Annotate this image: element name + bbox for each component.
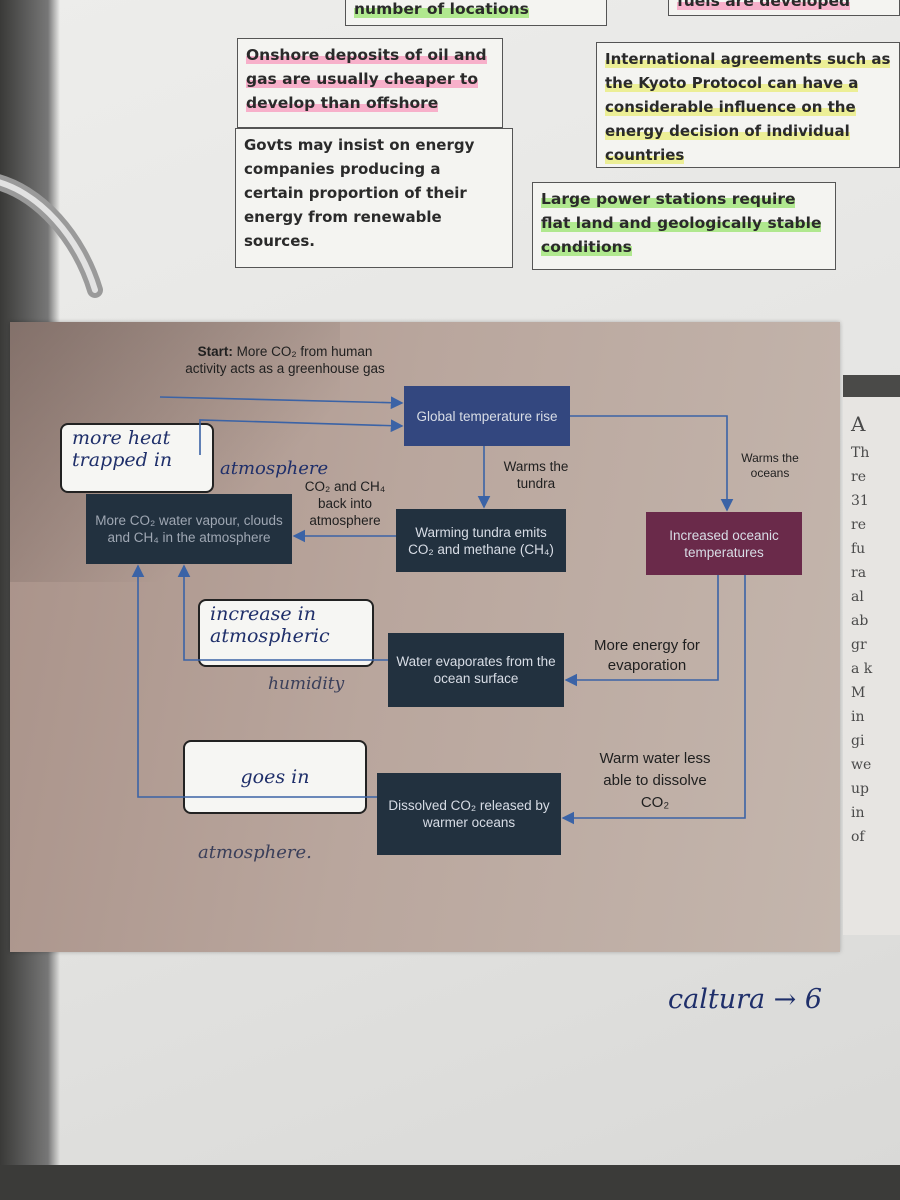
adjacent-page-line: 31 xyxy=(851,493,869,509)
note-onshore-text: Onshore deposits of oil and gas are usua… xyxy=(246,46,487,112)
adjacent-page-line: ab xyxy=(851,613,869,629)
label-back-into-atmosphere: CO₂ and CH₄ back into atmosphere xyxy=(304,479,386,528)
note-top-left-text: number of locations xyxy=(354,0,529,18)
adjacent-page-bar xyxy=(843,375,900,397)
label-warms-oceans: Warms the oceans xyxy=(741,451,799,480)
adjacent-page-line: ra xyxy=(851,565,867,581)
note-govts: Govts may insist on energy companies pro… xyxy=(235,128,513,268)
label-warm-water: Warm water less able to dissolve CO₂ xyxy=(599,750,711,811)
adjacent-page-line: re xyxy=(851,517,866,533)
note-top-left-partial: number of locations xyxy=(345,0,607,26)
adjacent-page-line: al xyxy=(851,589,864,605)
adjacent-page-line: in xyxy=(851,709,865,725)
adjacent-page-line: Th xyxy=(851,445,870,461)
adjacent-page-line: up xyxy=(851,781,869,797)
handwritten-increase-box: increase in atmospheric xyxy=(198,599,374,667)
adjacent-page-line: a k xyxy=(851,661,873,677)
adjacent-page-line: of xyxy=(851,829,865,845)
box-oceanic-temperatures: Increased oceanic temperatures xyxy=(646,512,802,575)
adjacent-page-line: gi xyxy=(851,733,865,749)
label-warms-tundra: Warms the tundra xyxy=(503,459,569,491)
label-more-energy: More energy for evaporation xyxy=(594,637,700,674)
note-international-text: International agreements such as the Kyo… xyxy=(605,50,891,164)
handwritten-goes-box: goes in xyxy=(183,740,367,814)
adjacent-page-line: re xyxy=(851,469,866,485)
box-warming-tundra: Warming tundra emits CO₂ and methane (CH… xyxy=(396,509,566,572)
box-dissolved-co2: Dissolved CO₂ released by warmer oceans xyxy=(377,773,561,855)
note-govts-text: Govts may insist on energy companies pro… xyxy=(244,136,475,250)
adjacent-page-line: we xyxy=(851,757,872,773)
note-power-stations: Large power stations require flat land a… xyxy=(532,182,836,270)
box-global-temperature: Global temperature rise xyxy=(404,386,570,446)
adjacent-page-line: in xyxy=(851,805,865,821)
note-international: International agreements such as the Kyo… xyxy=(596,42,900,168)
start-label: Start: More CO₂ from human activity acts… xyxy=(185,344,385,376)
note-top-right-partial: fuels are developed first xyxy=(668,0,900,16)
note-power-stations-text: Large power stations require flat land a… xyxy=(541,190,822,256)
adjacent-page-heading: A xyxy=(851,412,866,436)
note-onshore: Onshore deposits of oil and gas are usua… xyxy=(237,38,503,128)
desk-edge xyxy=(0,1165,900,1200)
box-water-evaporates: Water evaporates from the ocean surface xyxy=(388,633,564,707)
handwritten-atmosphere-1: atmosphere xyxy=(220,458,329,479)
adjacent-page-line: M xyxy=(851,685,866,701)
handwritten-heat-box: more heat trapped in xyxy=(60,423,214,493)
note-top-right-text: fuels are developed first xyxy=(677,0,851,15)
handwritten-bottom-note: caltura → 6 xyxy=(668,984,823,1015)
handwritten-atmosphere-2: atmosphere. xyxy=(198,842,312,863)
adjacent-page-line: gr xyxy=(851,637,867,653)
handwritten-humidity: humidity xyxy=(268,674,345,694)
box-more-co2: More CO₂ water vapour, clouds and CH₄ in… xyxy=(86,494,292,564)
adjacent-page-line: fu xyxy=(851,541,866,557)
